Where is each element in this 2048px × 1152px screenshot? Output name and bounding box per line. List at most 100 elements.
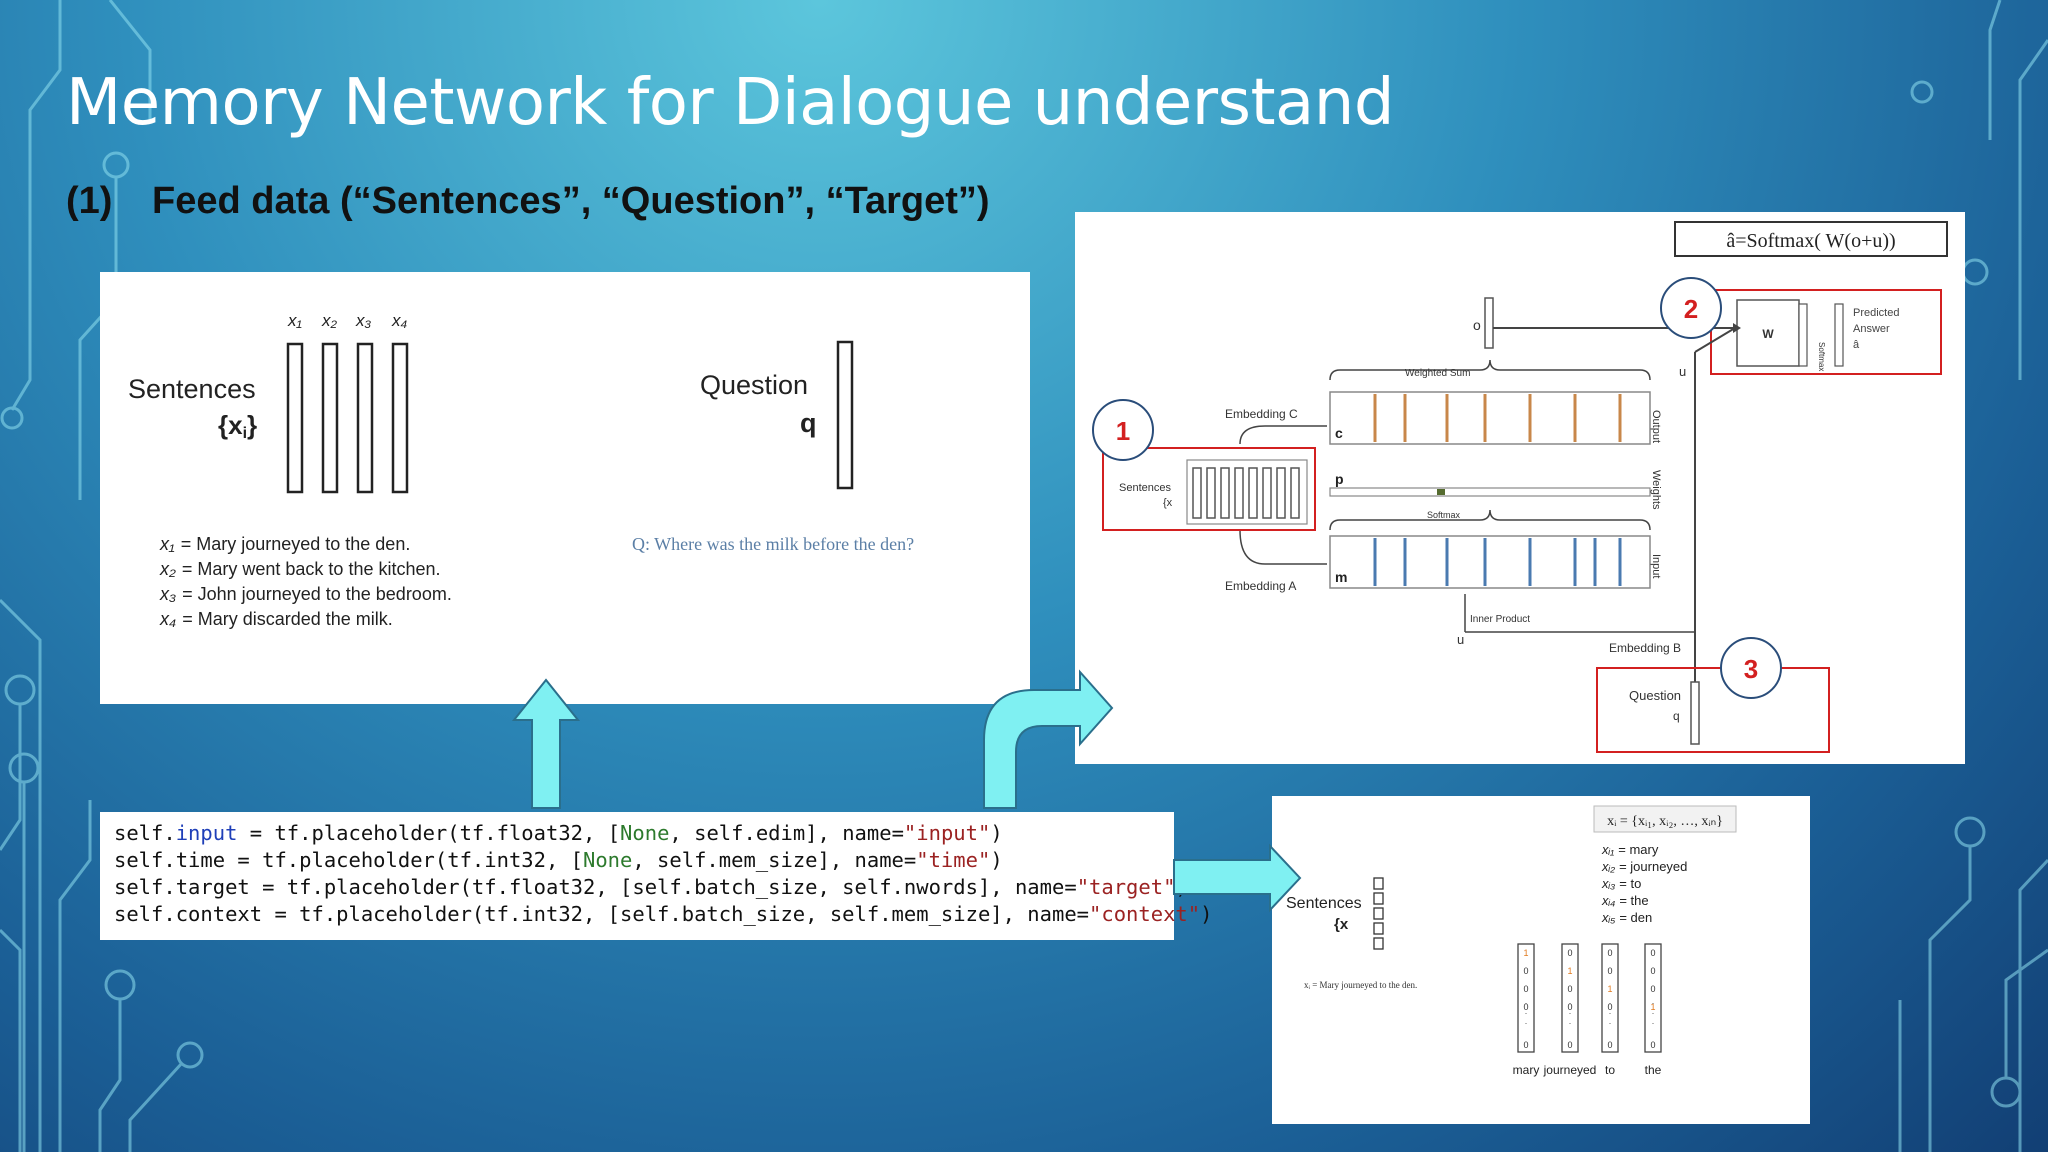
onehot-ellipsis: · [1609, 1018, 1612, 1028]
svg-text:xᵢ₅= den: xᵢ₅= den [1601, 910, 1652, 925]
marker-2 [1660, 277, 1722, 339]
sentence-text: = John journeyed to the bedroom. [182, 584, 452, 604]
input-data-figure: x₁ x₂ x₃ x₄ Sentences {xi} Question q x₁… [100, 272, 1030, 704]
onehot-ellipsis: · [1652, 1008, 1655, 1018]
marker-3-label: 3 [1744, 654, 1758, 684]
onehot-vector [1601, 943, 1619, 1053]
onehot-value: 0 [1650, 966, 1655, 976]
w-box [1736, 299, 1800, 367]
onehot-vector [1561, 943, 1579, 1053]
word-var: xᵢ₅ [1601, 910, 1616, 925]
u-bottom-label: u [1457, 632, 1464, 647]
memory-network-diagram: â=Softmax( W(o+u)) W Softmax Predicted A… [1075, 212, 1965, 764]
onehot-svg: xᵢ = {xᵢ₁, xᵢ₂, …, xᵢₙ} xᵢ₁= mary xᵢ₂= j… [1286, 805, 1737, 1077]
output-label: Output [1650, 410, 1662, 443]
code-line-time: self.time = tf.placeholder(tf.int32, [No… [114, 848, 1003, 872]
onehot-value: 0 [1567, 948, 1572, 958]
col-label-2: x₂ [321, 311, 338, 330]
diagram-question-sub: q [1673, 709, 1680, 723]
onehot-word-label: journeyed [1543, 1063, 1597, 1077]
onehot-ellipsis: · [1652, 1018, 1655, 1028]
sentences-set-index: i [243, 425, 247, 442]
onehot-vector [1517, 943, 1535, 1053]
onehot-value: 0 [1607, 948, 1612, 958]
embedding-a-label: Embedding A [1225, 579, 1296, 593]
word-var: xᵢ₂ [1601, 859, 1615, 874]
step-number: (1) [66, 180, 113, 222]
marker-1 [1092, 399, 1154, 461]
onehot-value: 0 [1607, 1040, 1612, 1050]
col-label-3: x₃ [355, 311, 372, 330]
diagram-question-label: Question [1629, 688, 1681, 703]
answer-highlight-box [1710, 289, 1942, 375]
embedding-b-label: Embedding B [1609, 641, 1681, 655]
svg-text:xᵢ₁= mary: xᵢ₁= mary [1601, 842, 1659, 857]
o-vector [1484, 297, 1494, 349]
softmax-bar [1798, 303, 1808, 367]
onehot-figure: xᵢ = {xᵢ₁, xᵢ₂, …, xᵢₙ} xᵢ₁= mary xᵢ₂= j… [1272, 796, 1810, 1124]
weighted-sum-label: Weighted Sum [1405, 368, 1470, 379]
code-lines: self.input = tf.placeholder(tf.float32, … [114, 820, 1212, 928]
onehot-value: 0 [1567, 984, 1572, 994]
question-highlight-box [1596, 667, 1830, 753]
onehot-word-label: the [1645, 1063, 1662, 1077]
onehot-value: 1 [1567, 966, 1572, 976]
m-i-label: m [1335, 569, 1347, 585]
question-text: Q: Where was the milk before the den? [632, 534, 914, 554]
code-snippet: self.input = tf.placeholder(tf.float32, … [100, 812, 1212, 940]
word-text: = the [1619, 893, 1648, 908]
onehot-value: 1 [1523, 948, 1528, 958]
onehot-formula: xᵢ = {xᵢ₁, xᵢ₂, …, xᵢₙ} [1607, 814, 1723, 829]
onehot-value: 0 [1607, 1002, 1612, 1012]
marker-3 [1720, 637, 1782, 699]
word-var: xᵢ₁ [1601, 842, 1614, 857]
input-label: Input [1650, 554, 1662, 578]
diagram-sentences-sub: {x [1163, 497, 1173, 509]
answer-bar [1834, 303, 1844, 367]
predicted-label: Predicted [1853, 307, 1899, 319]
architecture-svg: â=Softmax( W(o+u)) W Softmax Predicted A… [1092, 221, 1948, 753]
w-label: W [1762, 327, 1774, 341]
onehot-caption: xᵢ = Mary journeyed to the den. [1304, 980, 1417, 990]
svg-text:xᵢ₂= journeyed: xᵢ₂= journeyed [1601, 859, 1687, 874]
onehot-value: 0 [1523, 984, 1528, 994]
inner-product-label: Inner Product [1470, 614, 1530, 625]
word-var: xᵢ₃ [1601, 876, 1615, 891]
code-line-context: self.context = tf.placeholder(tf.int32, … [114, 902, 1213, 926]
onehot-cells [1373, 877, 1384, 950]
sentence-column [321, 342, 339, 494]
onehot-ellipsis: · [1525, 998, 1528, 1008]
onehot-value: 0 [1650, 984, 1655, 994]
sentence-var: x₁ [159, 534, 175, 554]
formula-box [1674, 221, 1948, 257]
col-label-1: x₁ [287, 311, 302, 330]
onehot-value: 0 [1607, 966, 1612, 976]
onehot-columns: 1000···0mary0100···0journeyed0010···0to0… [1513, 943, 1662, 1077]
softmax-label: Softmax [1427, 510, 1461, 520]
onehot-value: 1 [1607, 984, 1612, 994]
sentence-text: = Mary journeyed to the den. [181, 534, 411, 554]
sentences-highlight-box [1102, 447, 1316, 531]
o-label: o [1473, 317, 1481, 333]
p-i-label: p [1335, 471, 1344, 487]
sentence-text: = Mary discarded the milk. [182, 609, 393, 629]
code-line-input: self.input = tf.placeholder(tf.float32, … [114, 821, 1003, 845]
svg-text:{xi}: {xi} [218, 410, 257, 442]
diagram-sentences-label: Sentences [1119, 482, 1171, 494]
weighted-sum-brace [1329, 359, 1651, 381]
c-i-label: c [1335, 425, 1343, 441]
onehot-value: 0 [1567, 1040, 1572, 1050]
onehot-ellipsis: · [1569, 998, 1572, 1008]
c-matrix-stripes [1373, 394, 1622, 442]
question-column [836, 340, 854, 490]
col-label-4: x₄ [391, 311, 408, 330]
onehot-ellipsis: · [1525, 1018, 1528, 1028]
svg-text:xᵢ₄= the: xᵢ₄= the [1601, 893, 1649, 908]
code-line-target: self.target = tf.placeholder(tf.float32,… [114, 875, 1188, 899]
onehot-value: 0 [1650, 948, 1655, 958]
onehot-value: 0 [1523, 1002, 1528, 1012]
onehot-ellipsis: · [1652, 998, 1655, 1008]
sentence-var: x₂ [159, 559, 176, 579]
sentence-var: x₃ [159, 584, 176, 604]
